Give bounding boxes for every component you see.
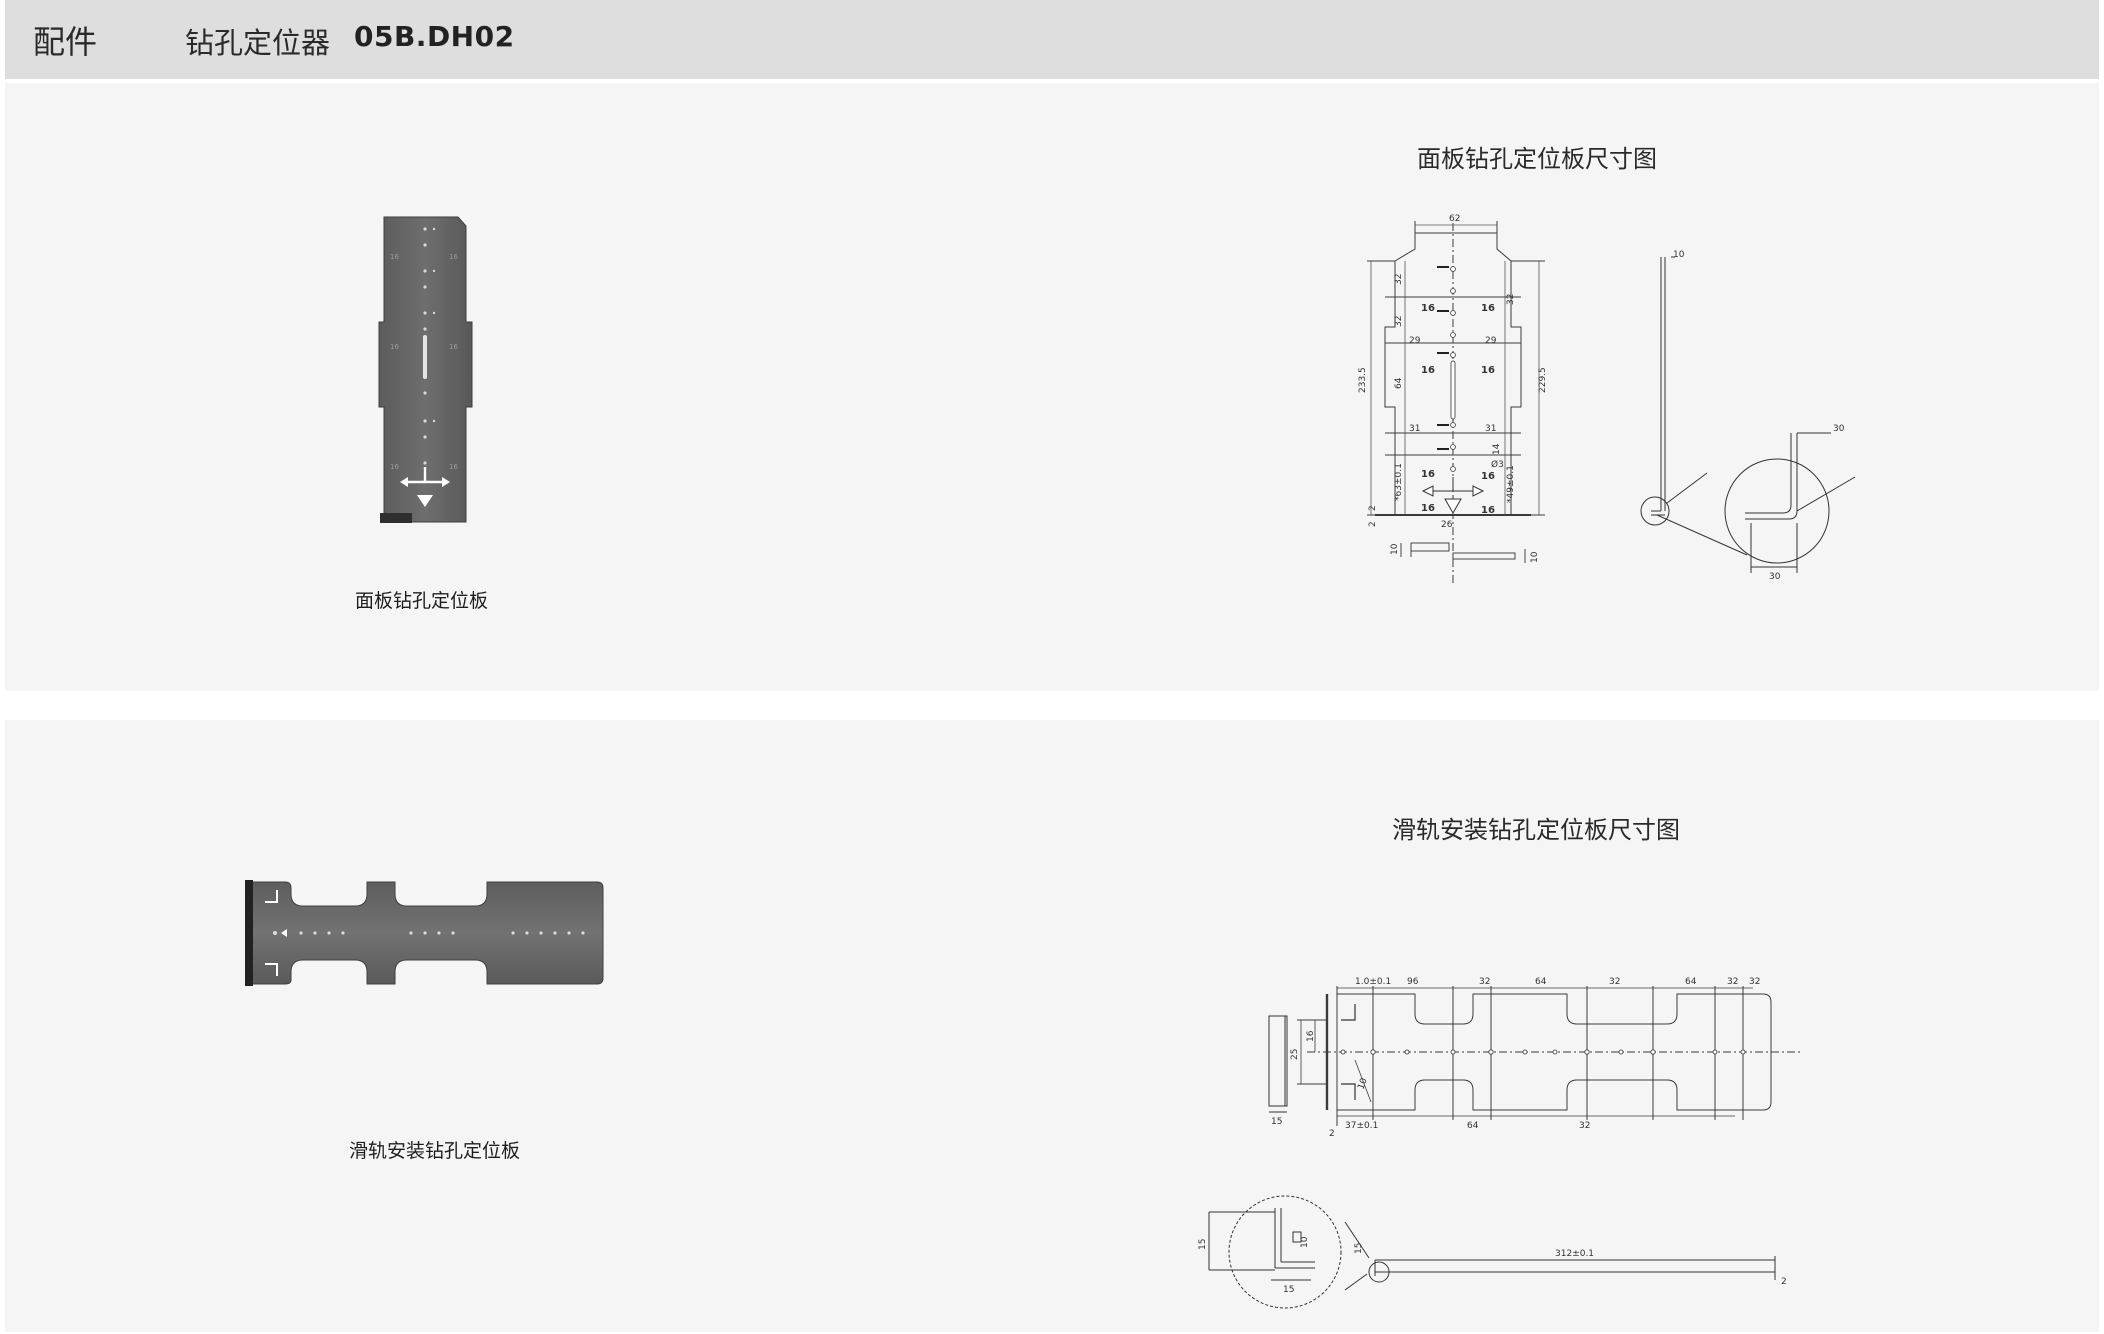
panel-rail-drilling-jig: 滑轨安装钻孔定位板 滑轨安装钻孔定位板尺寸图 xyxy=(5,720,2099,1332)
svg-text:16: 16 xyxy=(390,343,399,351)
rail-dim-32a: 32 xyxy=(1479,977,1490,987)
panel-jig-photo: 16 16 16 16 16 16 xyxy=(378,216,473,523)
dim-thickness-2: 2 xyxy=(1368,521,1378,527)
rail-dim-detail-10: 10 xyxy=(1300,1236,1310,1248)
rail-jig-drawing: 1.0±0.1 96 32 64 32 64 32 32 37±0.1 64 3… xyxy=(1198,977,1801,1309)
dim-pitch-c: 32 xyxy=(1506,294,1516,305)
panel-panel-drilling-jig: 16 16 16 16 16 16 面板钻孔定位板 面板钻孔定位板尺寸图 xyxy=(5,83,2099,691)
rail-dim-detail-15b: 15 xyxy=(1283,1285,1294,1295)
rail-dim-thk-2b: 2 xyxy=(1781,1277,1787,1287)
dim-flange-10: 10 xyxy=(1390,543,1400,555)
rail-dim-16: 16 xyxy=(1306,1030,1316,1042)
header-category: 配件 xyxy=(33,23,98,61)
rail-jig-drawing-title: 滑轨安装钻孔定位板尺寸图 xyxy=(1392,816,1680,844)
dim-flange-10b: 10 xyxy=(1530,551,1540,563)
dim-tol-right: *49±0.1 xyxy=(1506,465,1516,503)
rail-dim-32e: 32 xyxy=(1579,1121,1590,1131)
svg-text:16: 16 xyxy=(390,463,399,471)
dim-inner-height: 229.5 xyxy=(1538,367,1548,393)
dim-base-2: 2 xyxy=(1368,505,1378,511)
rail-dim-25: 25 xyxy=(1290,1049,1300,1060)
dim-detail-30-bottom: 30 xyxy=(1769,572,1781,582)
rail-dim-64: 64 xyxy=(1535,977,1547,987)
dim-top-width: 62 xyxy=(1449,214,1460,224)
dim-14: 14 xyxy=(1492,443,1502,455)
panel-jig-caption: 面板钻孔定位板 xyxy=(355,590,489,612)
panel-mark-3: 16 xyxy=(1421,503,1435,514)
rail-dim-bot-tol: 37±0.1 xyxy=(1345,1121,1378,1131)
rail-dim-32d: 32 xyxy=(1749,977,1760,987)
dim-detail-30-top: 30 xyxy=(1833,424,1845,434)
dim-31-right: 31 xyxy=(1485,424,1496,434)
svg-text:16: 16 xyxy=(449,253,458,261)
panel-mark-2: 16 xyxy=(1481,365,1495,376)
rail-dim-dia-10: 10 xyxy=(1356,1077,1369,1091)
rail-dim-top-tol: 1.0±0.1 xyxy=(1355,977,1391,987)
page-header: 配件 钻孔定位器 05B.DH02 xyxy=(5,0,2099,79)
panel-mark-7: 16 xyxy=(1421,303,1435,314)
panel-jig-drawing-title: 面板钻孔定位板尺寸图 xyxy=(1417,145,1657,173)
panel-jig-drawing: 16 16 16 16 16 16 16 16 62 233.5 229.5 3… xyxy=(1358,214,1856,583)
rail-dim-side-15: 15 xyxy=(1271,1117,1282,1127)
rail-dim-64c: 64 xyxy=(1685,977,1697,987)
dim-span-64: 64 xyxy=(1394,377,1404,389)
panel-mark-1: 16 xyxy=(1421,365,1435,376)
svg-text:16: 16 xyxy=(449,343,458,351)
rail-dim-thk-2: 2 xyxy=(1329,1129,1335,1139)
dim-31-left: 31 xyxy=(1409,424,1420,434)
svg-text:16: 16 xyxy=(449,463,458,471)
rail-dim-32b: 32 xyxy=(1609,977,1620,987)
dim-pitch-a: 32 xyxy=(1394,274,1404,285)
dim-29-right: 29 xyxy=(1485,336,1497,346)
rail-dim-detail-15: 15 xyxy=(1198,1239,1208,1250)
dim-pitch-b: 32 xyxy=(1394,316,1404,327)
rail-dim-96: 96 xyxy=(1407,977,1419,987)
dim-overall-height: 233.5 xyxy=(1358,367,1368,393)
header-product-code: 05B.DH02 xyxy=(354,20,515,53)
panel-mark-4: 16 xyxy=(1481,505,1495,516)
rail-dim-len-tol: 312±0.1 xyxy=(1555,1249,1594,1259)
panel-mark-8: 16 xyxy=(1481,303,1495,314)
dim-side-2: 10 xyxy=(1673,250,1685,260)
panel-mark-5: 16 xyxy=(1421,469,1435,480)
dim-hole-d3: Ø3 xyxy=(1491,459,1504,470)
dim-base-26: 26 xyxy=(1441,520,1453,530)
dim-29-left: 29 xyxy=(1409,336,1421,346)
rail-jig-caption: 滑轨安装钻孔定位板 xyxy=(349,1140,521,1162)
panel-mark-6: 16 xyxy=(1481,471,1495,482)
svg-text:16: 16 xyxy=(390,253,399,261)
dim-tol-left: *63±0.1 xyxy=(1394,463,1404,501)
rail-dim-side-15b: 15 xyxy=(1354,1243,1364,1254)
header-product-name: 钻孔定位器 xyxy=(185,26,331,60)
rail-jig-photo xyxy=(245,880,604,986)
rail-dim-64b: 64 xyxy=(1467,1121,1479,1131)
rail-dim-32c: 32 xyxy=(1727,977,1738,987)
